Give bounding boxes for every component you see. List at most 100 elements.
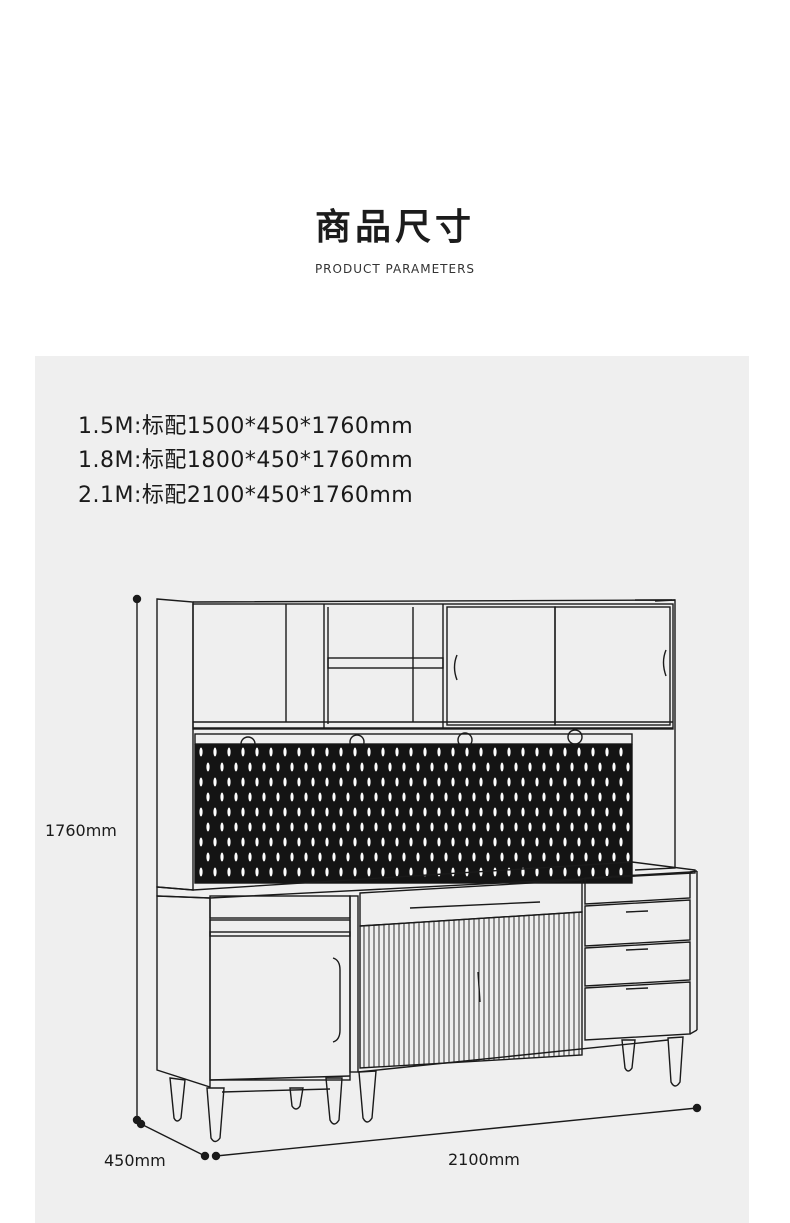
pegboard-hole bbox=[304, 792, 308, 802]
pegboard-hole bbox=[626, 822, 630, 832]
pegboard-hole bbox=[598, 822, 602, 832]
pegboard-hole bbox=[325, 837, 329, 847]
spec-line-1-5m: 1.5M:标配1500*450*1760mm bbox=[78, 414, 414, 439]
pegboard-hole bbox=[479, 837, 483, 847]
pegboard-hole bbox=[605, 747, 609, 757]
pegboard-hole bbox=[486, 762, 490, 772]
pegboard-hole bbox=[234, 762, 238, 772]
pegboard-hole bbox=[283, 867, 287, 877]
pegboard-hole bbox=[437, 747, 441, 757]
pegboard-hole bbox=[479, 807, 483, 817]
pegboard-hole bbox=[381, 777, 385, 787]
pegboard-hole bbox=[465, 747, 469, 757]
pegboard-hole bbox=[290, 852, 294, 862]
pegboard-hole bbox=[269, 867, 273, 877]
pegboard-hole bbox=[584, 792, 588, 802]
pegboard-hole bbox=[346, 762, 350, 772]
pegboard-hole bbox=[297, 777, 301, 787]
spec-line-1-8m: 1.8M:标配1800*450*1760mm bbox=[78, 448, 414, 473]
pegboard-hole bbox=[514, 822, 518, 832]
pegboard-hole bbox=[276, 762, 280, 772]
pegboard-hole bbox=[591, 747, 595, 757]
pegboard-hole bbox=[283, 777, 287, 787]
pegboard-hole bbox=[213, 777, 217, 787]
pegboard-hole bbox=[234, 852, 238, 862]
pegboard-hole bbox=[507, 867, 511, 877]
pegboard-hole bbox=[311, 747, 315, 757]
pegboard-hole bbox=[542, 792, 546, 802]
pegboard-hole bbox=[612, 762, 616, 772]
pegboard-hole bbox=[402, 792, 406, 802]
pegboard-hole bbox=[339, 867, 343, 877]
pegboard-hole bbox=[472, 822, 476, 832]
pegboard-hole bbox=[206, 822, 210, 832]
pegboard-hole bbox=[227, 747, 231, 757]
pegboard-hole bbox=[367, 867, 371, 877]
pegboard-hole bbox=[325, 777, 329, 787]
pegboard-hole bbox=[297, 867, 301, 877]
pegboard-hole bbox=[521, 837, 525, 847]
pegboard-hole bbox=[255, 867, 259, 877]
pegboard-hole bbox=[304, 822, 308, 832]
pegboard-hole bbox=[269, 747, 273, 757]
pegboard-hole bbox=[395, 867, 399, 877]
pegboard-hole bbox=[395, 837, 399, 847]
right-drawer-stack bbox=[584, 870, 698, 1041]
pegboard-hole bbox=[451, 867, 455, 877]
pegboard-hole bbox=[542, 852, 546, 862]
pegboard-hole bbox=[311, 807, 315, 817]
pegboard-hole bbox=[451, 747, 455, 757]
pegboard-hole bbox=[290, 822, 294, 832]
pegboard-hole bbox=[535, 807, 539, 817]
page-subtitle: PRODUCT PARAMETERS bbox=[314, 262, 476, 276]
pegboard-hole bbox=[507, 747, 511, 757]
pegboard-hole bbox=[269, 837, 273, 847]
pegboard-hole bbox=[346, 822, 350, 832]
pegboard-hole bbox=[598, 792, 602, 802]
pegboard-hole bbox=[521, 777, 525, 787]
pegboard-hole bbox=[297, 747, 301, 757]
pegboard-hole bbox=[220, 822, 224, 832]
pegboard-hole bbox=[472, 792, 476, 802]
pegboard-hole bbox=[584, 822, 588, 832]
pegboard-hole bbox=[276, 792, 280, 802]
pegboard-hole bbox=[416, 762, 420, 772]
pegboard-hole bbox=[318, 762, 322, 772]
pegboard-hole bbox=[556, 762, 560, 772]
pegboard-hole bbox=[458, 762, 462, 772]
pegboard-hole bbox=[619, 837, 623, 847]
width-dimension-line bbox=[211, 1103, 702, 1161]
pegboard-hole bbox=[325, 867, 329, 877]
pegboard-hole bbox=[605, 867, 609, 877]
pegboard-hole bbox=[255, 807, 259, 817]
pegboard-hole bbox=[255, 747, 259, 757]
width-label: 2100mm bbox=[448, 1150, 520, 1169]
pegboard-hole bbox=[570, 822, 574, 832]
pegboard-hole bbox=[199, 837, 203, 847]
pegboard-hole bbox=[332, 852, 336, 862]
pegboard-hole bbox=[283, 807, 287, 817]
pegboard-hole bbox=[409, 747, 413, 757]
pegboard-hole bbox=[535, 837, 539, 847]
pegboard-hole bbox=[451, 807, 455, 817]
pegboard-hole bbox=[311, 867, 315, 877]
pegboard-hole bbox=[556, 792, 560, 802]
pegboard-hole bbox=[220, 792, 224, 802]
pegboard-hole bbox=[409, 867, 413, 877]
pegboard-hole bbox=[493, 837, 497, 847]
pegboard-hole bbox=[444, 822, 448, 832]
pegboard-hole bbox=[276, 852, 280, 862]
pegboard-hole bbox=[535, 867, 539, 877]
pegboard-hole bbox=[206, 792, 210, 802]
pegboard-hole bbox=[395, 747, 399, 757]
pegboard-hole bbox=[458, 822, 462, 832]
pegboard-hole bbox=[577, 777, 581, 787]
pegboard-hole bbox=[549, 807, 553, 817]
pegboard-hole bbox=[241, 777, 245, 787]
pegboard-hole bbox=[479, 747, 483, 757]
pegboard-hole bbox=[563, 867, 567, 877]
pegboard-hole bbox=[500, 852, 504, 862]
pegboard-hole bbox=[626, 762, 630, 772]
pegboard-hole bbox=[528, 762, 532, 772]
pegboard-hole bbox=[465, 837, 469, 847]
